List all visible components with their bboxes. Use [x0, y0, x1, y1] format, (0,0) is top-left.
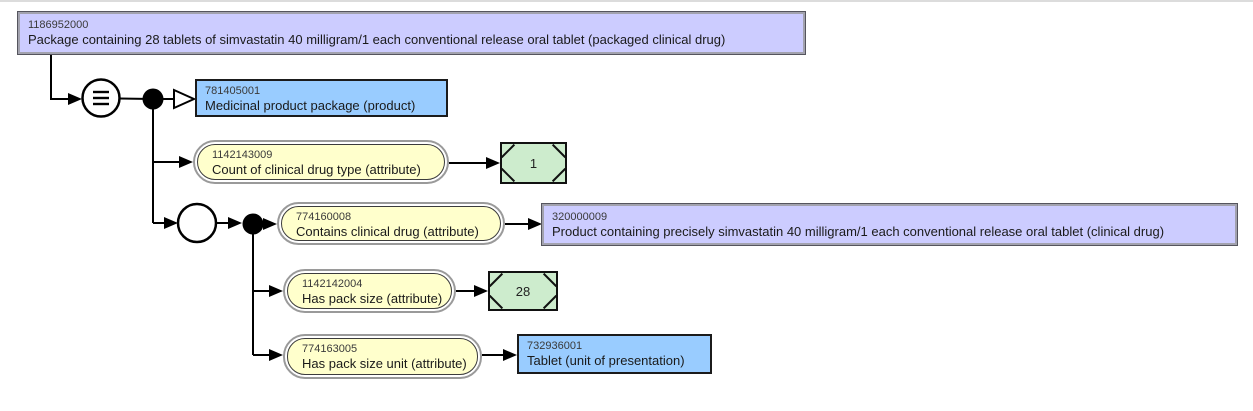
attribute-box-contains: 774160008 Contains clinical drug (attrib…: [277, 202, 505, 245]
value-box-count: 1: [500, 142, 567, 184]
concept-term: Product containing precisely simvastatin…: [552, 224, 1165, 239]
arrowhead-icon: [269, 349, 283, 361]
arrowhead-icon: [68, 93, 82, 105]
attribute-box-count: 1142143009 Count of clinical drug type (…: [193, 140, 449, 184]
corner-mark: [488, 272, 504, 288]
concept-term: Contains clinical drug (attribute): [296, 224, 479, 239]
corner-mark: [500, 167, 516, 183]
value-box-packsize: 28: [488, 271, 558, 311]
concept-id: 1142142004: [302, 278, 363, 290]
corner-mark: [500, 143, 516, 159]
concept-term: Has pack size (attribute): [302, 291, 443, 306]
concept-term: Package containing 28 tablets of simvast…: [28, 32, 726, 47]
concept-term: Count of clinical drug type (attribute): [212, 162, 421, 177]
arrowhead-icon: [486, 157, 500, 169]
attribute-box-packunit: 774163005 Has pack size unit (attribute): [283, 334, 482, 379]
role-group-icon: [176, 202, 218, 244]
focus-concept-box: 1186952000 Package containing 28 tablets…: [18, 12, 805, 54]
concept-term: Medicinal product package (product): [205, 98, 416, 113]
target-concept-box-packunit: 732936001 Tablet (unit of presentation): [517, 334, 712, 374]
corner-mark: [542, 272, 558, 288]
attribute-box-packsize: 1142142004 Has pack size (attribute): [283, 269, 456, 313]
concept-id: 1186952000: [28, 19, 89, 31]
connector-line: [50, 54, 68, 100]
isa-arrow-icon: [173, 88, 197, 110]
arrowhead-icon: [164, 217, 178, 229]
target-concept-box-contains: 320000009 Product containing precisely s…: [542, 204, 1237, 245]
concept-term: Tablet (unit of presentation): [527, 353, 685, 368]
value-text: 1: [529, 155, 538, 171]
concept-id: 774163005: [302, 343, 358, 355]
concept-id: 1142143009: [212, 149, 273, 161]
corner-mark: [488, 294, 504, 310]
corner-mark: [551, 167, 567, 183]
corner-mark: [542, 294, 558, 310]
parent-concept-box: 781405001 Medicinal product package (pro…: [195, 79, 448, 117]
arrowhead-icon: [263, 218, 277, 230]
arrowhead-icon: [474, 285, 488, 297]
value-text: 28: [515, 283, 531, 299]
arrowhead-icon: [179, 156, 193, 168]
arrowhead-icon: [228, 217, 242, 229]
arrowhead-icon: [528, 218, 542, 230]
arrowhead-icon: [269, 285, 283, 297]
concept-id: 774160008: [296, 211, 352, 223]
concept-id: 732936001: [527, 340, 583, 352]
conjunction-node: [242, 213, 264, 235]
corner-mark: [551, 143, 567, 159]
arrowhead-icon: [503, 349, 517, 361]
concept-id: 781405001: [205, 85, 261, 97]
arrowheads: [68, 93, 542, 361]
equivalence-icon: [81, 78, 121, 118]
concept-term: Has pack size unit (attribute): [302, 356, 467, 371]
conjunction-node: [142, 88, 164, 110]
concept-id: 320000009: [552, 211, 608, 223]
